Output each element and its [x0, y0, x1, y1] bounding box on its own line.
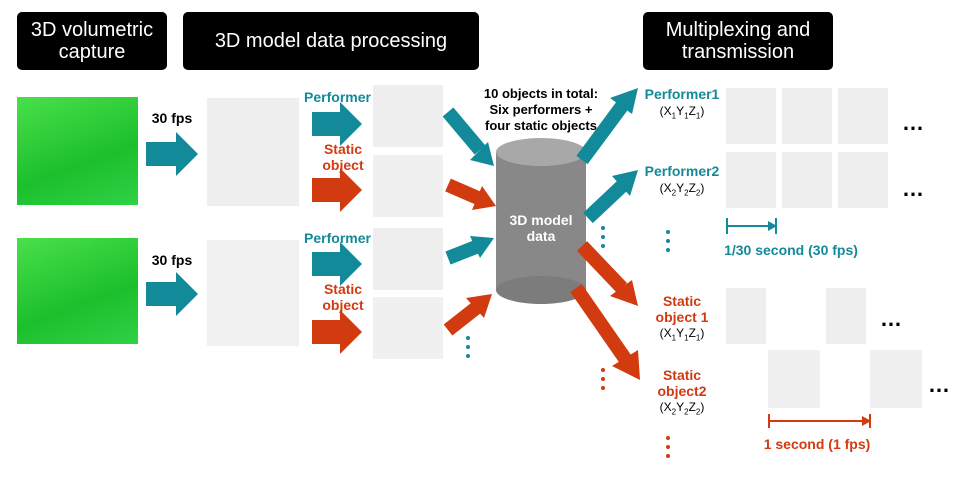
header-capture: 3D volumetric capture	[17, 12, 167, 70]
stream-label-performer2: Performer2	[644, 163, 720, 179]
vertical-dots-out-red	[601, 368, 605, 395]
capture-photo-drums	[17, 238, 138, 344]
fps-label-bottom: 30 fps	[151, 252, 193, 268]
cylinder-3d-model-data	[496, 138, 586, 304]
stream-label-static1: Static object 1	[655, 293, 709, 325]
header-processing: 3D model data processing	[183, 12, 479, 70]
coords-static1: (X1Y1Z1)	[659, 326, 705, 343]
frame-static2-1	[768, 350, 820, 408]
arrow-performer-bottom	[312, 242, 362, 286]
object-performer-drummer	[373, 228, 443, 290]
ellipsis-performer2: …	[902, 176, 925, 201]
arrow-out-static2	[570, 284, 640, 380]
label-static-top: Static object	[322, 141, 364, 173]
bracket-static-timing	[768, 414, 871, 428]
frame-performer1-3	[838, 88, 888, 144]
arrow-static-bottom	[312, 310, 362, 354]
label-performer-bottom: Performer	[304, 230, 371, 246]
timing-label-performer: 1/30 second (30 fps)	[724, 242, 858, 258]
vertical-dots-out-teal	[601, 226, 605, 253]
label-static-bottom: Static object	[322, 281, 364, 313]
label-performer-top: Performer	[304, 89, 371, 105]
frame-static1-2	[826, 288, 866, 344]
arrow-out-performer2	[583, 170, 638, 224]
vertical-dots-performers	[666, 230, 670, 257]
vertical-dots-statics	[666, 436, 670, 463]
ellipsis-static1: …	[880, 306, 903, 331]
frame-performer1-1	[726, 88, 776, 144]
capture-photo-accordion	[17, 97, 138, 205]
arrow-static-top	[312, 168, 362, 212]
total-objects-note: 10 objects in total: Six performers + fo…	[483, 86, 599, 133]
header-multiplexing: Multiplexing and transmission	[643, 12, 833, 70]
vertical-dots-objects	[466, 336, 470, 363]
coords-performer1: (X1Y1Z1)	[659, 104, 705, 121]
bracket-performer-timing	[726, 218, 777, 234]
frame-performer2-1	[726, 152, 776, 208]
cylinder-label: 3D model data	[509, 212, 573, 244]
arrow-out-static1	[576, 241, 638, 306]
arrow-performer-top	[312, 102, 362, 146]
object-stool	[373, 155, 443, 217]
model-render-accordion	[207, 98, 299, 206]
ellipsis-performer1: …	[902, 110, 925, 135]
arrow-capture-top	[146, 132, 198, 176]
arrow-capture-bottom	[146, 272, 198, 316]
frame-static2-2	[870, 350, 922, 408]
coords-static2: (X2Y2Z2)	[659, 400, 705, 417]
coords-performer2: (X2Y2Z2)	[659, 181, 705, 198]
object-drum-kit	[373, 297, 443, 359]
arrow-in-4	[443, 294, 492, 336]
ellipsis-static2: …	[928, 372, 951, 397]
frame-performer1-2	[782, 88, 832, 144]
model-render-drums	[207, 240, 299, 346]
timing-label-static: 1 second (1 fps)	[763, 436, 871, 452]
frame-performer2-2	[782, 152, 832, 208]
frame-static1-1	[726, 288, 766, 344]
stream-label-performer1: Performer1	[644, 86, 720, 102]
fps-label-top: 30 fps	[151, 110, 193, 126]
frame-performer2-3	[838, 152, 888, 208]
arrow-in-2	[445, 178, 496, 210]
arrow-in-3	[445, 236, 494, 265]
object-performer-accordion	[373, 85, 443, 147]
arrow-out-performer1	[576, 88, 638, 165]
stream-label-static2: Static object2	[657, 367, 707, 399]
arrow-in-1	[442, 107, 494, 166]
